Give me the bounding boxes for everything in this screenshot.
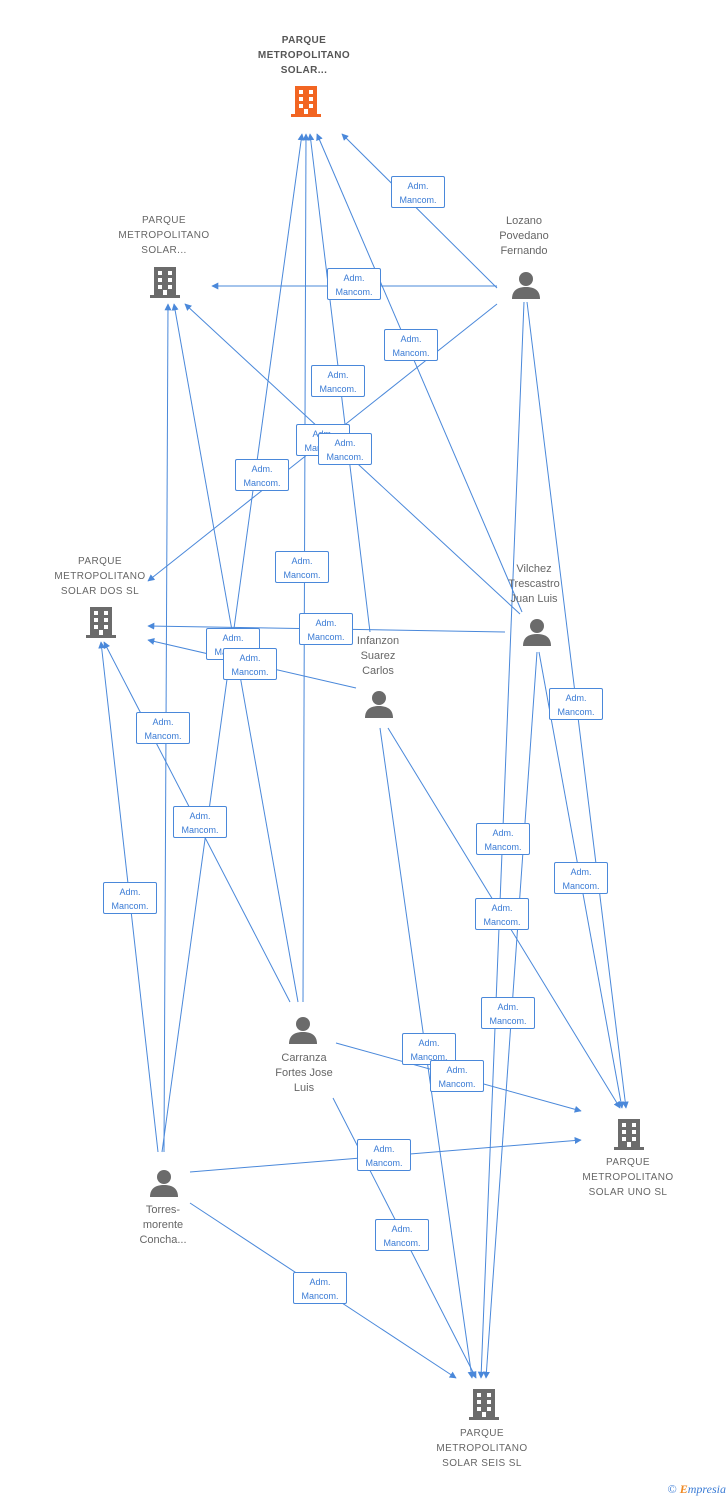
edge-vilchez-main [316, 133, 523, 613]
edge-label-carranza-uno[interactable]: Adm. Mancom. [402, 1033, 456, 1065]
brand-logo-text: mpresia [687, 1482, 726, 1496]
copyright-symbol: © [667, 1482, 677, 1496]
edge-label-lozano-dos[interactable]: Adm. Mancom. [384, 329, 438, 361]
pms-solar-label[interactable]: PARQUE METROPOLITANO SOLAR... [118, 215, 210, 256]
edge-label-lozano-seis[interactable]: Adm. Mancom. [476, 823, 530, 855]
edge-label-vilchez-dos[interactable]: Adm. Mancom. [299, 613, 353, 645]
edge-label-torres-seis-b[interactable]: Adm. Mancom. [430, 1060, 484, 1092]
vilchez-label[interactable]: Vilchez Trescastro Juan Luis [508, 563, 560, 605]
pms-uno-label[interactable]: PARQUE METROPOLITANO SOLAR UNO SL [582, 1157, 674, 1198]
pms-main-label[interactable]: PARQUE METROPOLITANO SOLAR... [257, 35, 351, 76]
footer-brand: © Empresia [668, 1482, 726, 1497]
lozano-person-icon[interactable] [511, 270, 541, 305]
brand-logo-initial: E [679, 1482, 688, 1496]
edge-label-vilchez-seis[interactable]: Adm. Mancom. [481, 997, 535, 1029]
edge-label-torres-seis[interactable]: Adm. Mancom. [293, 1272, 347, 1304]
pms-seis-building-icon[interactable] [469, 1387, 499, 1426]
edge-label-lozano-solar[interactable]: Adm. Mancom. [327, 268, 381, 300]
edge-label-torres-solar[interactable]: Adm. Mancom. [136, 712, 190, 744]
edge-label-torres-main[interactable]: Adm. Mancom. [235, 459, 289, 491]
edge-label-carranza-solar-b[interactable]: Adm. Mancom. [223, 648, 277, 680]
torres-label[interactable]: Torres- morente Concha... [139, 1204, 187, 1246]
edge-label-carranza-main[interactable]: Adm. Mancom. [275, 551, 329, 583]
edge-label-infanzon-main[interactable]: Adm. Mancom. [311, 365, 365, 397]
infanzon-label[interactable]: Infanzon Suarez Carlos [356, 635, 400, 677]
carranza-person-icon[interactable] [288, 1015, 318, 1050]
edge-label-vilchez-uno[interactable]: Adm. Mancom. [549, 688, 603, 720]
edge-label-torres-uno[interactable]: Adm. Mancom. [357, 1139, 411, 1171]
pms-uno-building-icon[interactable] [614, 1117, 644, 1156]
lozano-label[interactable]: Lozano Povedano Fernando [499, 215, 549, 257]
vilchez-person-icon[interactable] [522, 617, 552, 652]
edge-label-lozano-uno[interactable]: Adm. Mancom. [554, 862, 608, 894]
edge-lozano-main [341, 133, 498, 289]
edge-label-vilchez-solar[interactable]: Adm. Mancom. [318, 433, 372, 465]
edge-label-carranza-seis[interactable]: Adm. Mancom. [375, 1219, 429, 1251]
pms-dos-label[interactable]: PARQUE METROPOLITANO SOLAR DOS SL [54, 556, 146, 597]
torres-person-icon[interactable] [149, 1168, 179, 1203]
pms-dos-building-icon[interactable] [86, 605, 116, 644]
pms-solar-building-icon[interactable] [150, 265, 180, 304]
infanzon-person-icon[interactable] [364, 689, 394, 724]
edge-layer [98, 133, 629, 1379]
edge-label-infanzon-uno[interactable]: Adm. Mancom. [475, 898, 529, 930]
pms-main-building-icon[interactable] [291, 84, 321, 123]
edge-label-torres-dos[interactable]: Adm. Mancom. [103, 882, 157, 914]
edge-label-carranza-dos[interactable]: Adm. Mancom. [173, 806, 227, 838]
carranza-label[interactable]: Carranza Fortes Jose Luis [275, 1052, 333, 1094]
pms-seis-label[interactable]: PARQUE METROPOLITANO SOLAR SEIS SL [436, 1428, 528, 1469]
edge-label-lozano-main[interactable]: Adm. Mancom. [391, 176, 445, 208]
